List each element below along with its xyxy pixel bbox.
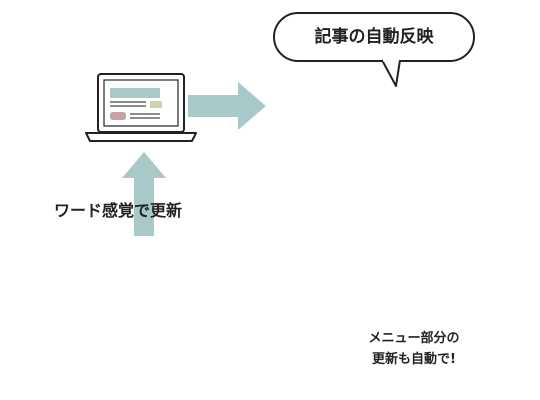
up-arrow-icon: [122, 152, 166, 236]
top-speech-bubble: [273, 12, 475, 87]
bottom-bubble-line-1: メニュー部分の: [368, 331, 460, 346]
top-bubble-label: 記事の自動反映: [314, 27, 434, 47]
left-caption: ワード感覚で更新: [54, 201, 183, 220]
bottom-bubble-label: メニュー部分の 更新も自動で!: [347, 328, 481, 370]
right-arrow-icon: [188, 82, 266, 130]
laptop-icon: [85, 73, 197, 142]
bottom-bubble-line-2: 更新も自動で!: [372, 352, 456, 367]
